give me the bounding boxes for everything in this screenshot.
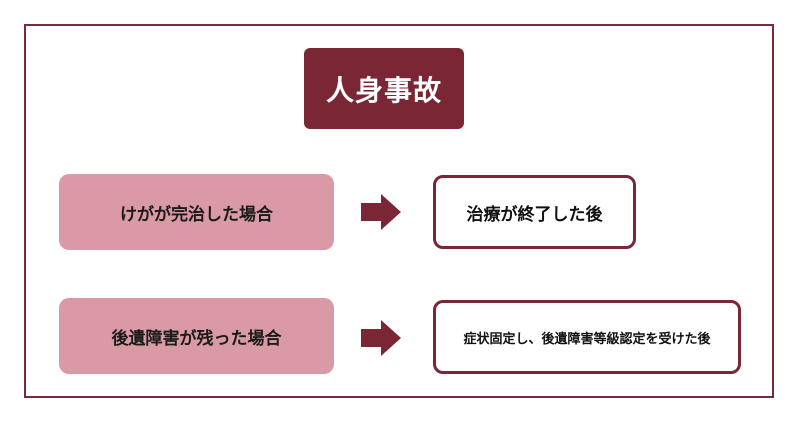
arrow-right-icon <box>361 194 401 230</box>
condition-box-residual-disability: 後遺障害が残った場合 <box>59 298 334 374</box>
arrow-right-icon <box>361 320 401 356</box>
condition-box-healed: けがが完治した場合 <box>59 174 334 250</box>
diagram-title: 人身事故 <box>304 48 464 129</box>
result-box-treatment-ended: 治療が終了した後 <box>433 175 636 249</box>
result-box-disability-certified: 症状固定し、後遺障害等級認定を受けた後 <box>433 300 741 374</box>
